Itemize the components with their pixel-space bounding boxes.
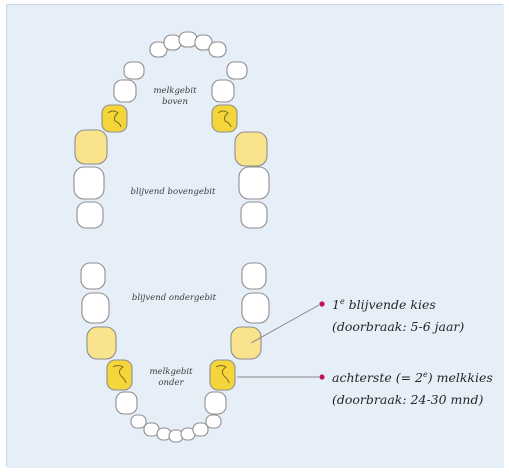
lower-permanent-molar xyxy=(82,293,109,323)
upper-primary-tooth xyxy=(164,35,181,50)
annotation-2-line1: achterste (= 2e) melkkies xyxy=(332,370,493,385)
label-upper-permanent: blijvend bovengebit xyxy=(131,187,216,197)
upper-permanent-molar xyxy=(241,202,267,228)
lower-second-primary-molar xyxy=(107,360,132,390)
callout-dot xyxy=(319,301,324,306)
label-lower-permanent: blijvend ondergebit xyxy=(132,293,217,303)
label-lower-primary-line2: onder xyxy=(158,378,184,388)
upper-primary-tooth xyxy=(179,32,197,47)
upper-primary-tooth xyxy=(227,62,247,79)
upper-permanent-molar xyxy=(74,167,104,199)
upper-primary-tooth xyxy=(124,62,144,79)
lower-primary-tooth xyxy=(193,423,208,436)
label-lower-primary-line1: melkgebit xyxy=(149,367,193,377)
diagram-frame: melkgebit boven blijvend bovengebit blij… xyxy=(6,4,503,467)
upper-primary-molar xyxy=(114,80,136,102)
upper-first-permanent-molar xyxy=(75,130,107,164)
label-upper-primary-line2: boven xyxy=(162,97,188,107)
lower-first-permanent-molar xyxy=(87,327,116,359)
lower-primary-molar xyxy=(205,392,226,414)
lower-first-permanent-molar xyxy=(231,327,261,359)
callout-dot xyxy=(319,374,324,379)
label-upper-primary-line1: melkgebit xyxy=(153,86,197,96)
upper-first-permanent-molar xyxy=(235,132,267,166)
lower-primary-tooth xyxy=(131,415,146,428)
upper-permanent-molar xyxy=(77,202,103,228)
lower-permanent-molar xyxy=(242,263,266,289)
dental-chart: melkgebit boven blijvend bovengebit blij… xyxy=(7,5,504,468)
lower-primary-molar xyxy=(116,392,137,414)
annotation-2-line2: (doorbraak: 24-30 mnd) xyxy=(332,392,483,407)
annotation-1-line1: 1e blijvende kies xyxy=(332,297,436,312)
upper-primary-molar xyxy=(212,80,234,102)
lower-primary-tooth xyxy=(206,415,221,428)
annotation-1-line2: (doorbraak: 5-6 jaar) xyxy=(332,319,464,334)
upper-primary-tooth xyxy=(209,42,226,57)
upper-permanent-molar xyxy=(239,167,269,199)
lower-permanent-molar xyxy=(242,293,269,323)
lower-permanent-molar xyxy=(81,263,105,289)
lower-second-primary-molar xyxy=(210,360,235,390)
